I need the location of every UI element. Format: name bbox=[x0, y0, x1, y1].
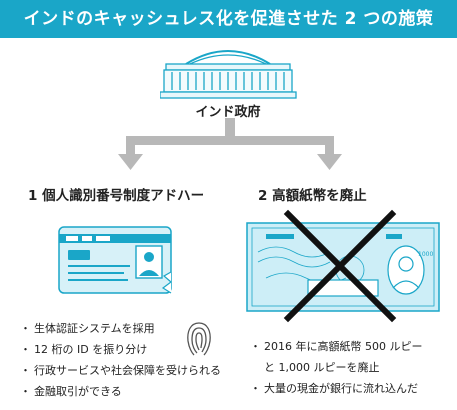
list-item-line: と 1,000 ルピーを廃止 bbox=[264, 361, 380, 374]
list-item: 行政サービスや社会保障を受けられる bbox=[20, 360, 221, 381]
parliament-building-icon bbox=[160, 50, 297, 99]
banknote-value: 1000 bbox=[418, 251, 433, 258]
id-card-icon bbox=[58, 226, 172, 294]
list-item: 金融取引ができる bbox=[20, 381, 221, 402]
title-bar bbox=[0, 0, 457, 38]
list-item: 2016 年に高額紙幣 500 ルピー と 1,000 ルピーを廃止 bbox=[250, 336, 423, 378]
list-item: 生体認証システムを採用 bbox=[20, 318, 221, 339]
list-item-line: 大量の現金が銀行に流れ込んだ bbox=[264, 382, 418, 395]
right-heading: 2 高額紙幣を廃止 bbox=[258, 188, 367, 204]
government-label: インド政府 bbox=[195, 105, 261, 120]
branch-arrows bbox=[118, 118, 342, 170]
right-bullet-list: 2016 年に高額紙幣 500 ルピー と 1,000 ルピーを廃止 大量の現金… bbox=[250, 336, 423, 399]
list-item: 大量の現金が銀行に流れ込んだ bbox=[250, 378, 422, 399]
page-title: インドのキャッシュレス化を促進させた 2 つの施策 bbox=[23, 9, 434, 29]
list-item: 12 桁の ID を振り分け bbox=[20, 339, 221, 360]
list-item-line: 2016 年に高額紙幣 500 ルピー bbox=[264, 340, 423, 353]
cross-mark-icon bbox=[283, 209, 397, 323]
left-heading: 1 個人識別番号制度アドハー bbox=[28, 188, 205, 204]
left-bullet-list: 生体認証システムを採用 12 桁の ID を振り分け 行政サービスや社会保障を受… bbox=[20, 318, 221, 402]
